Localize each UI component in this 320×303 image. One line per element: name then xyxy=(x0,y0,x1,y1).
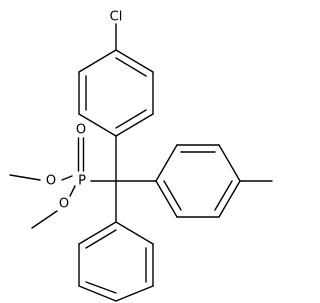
bond-p-o-lower xyxy=(69,185,76,197)
bond-o-lower-methyl xyxy=(31,210,58,229)
ring-tolyl xyxy=(155,144,241,218)
structure-canvas: Cl O P O O xyxy=(9,10,273,302)
chemical-structure-diagram: Cl O P O O xyxy=(9,10,273,302)
atom-chlorine-label: Cl xyxy=(110,10,123,25)
bond-o-upper-methyl xyxy=(9,174,41,181)
atom-phosphorus-label: P xyxy=(78,174,86,189)
atom-oxygen-upper-label: O xyxy=(46,174,56,189)
ring-phenyl xyxy=(78,221,154,302)
atom-oxygen-double-label: O xyxy=(76,123,86,138)
bonds xyxy=(9,23,273,302)
atom-labels: Cl O P O O xyxy=(46,10,122,212)
atom-oxygen-lower-label: O xyxy=(59,197,69,212)
bond-p-o-upper xyxy=(61,175,73,181)
ring-chlorophenyl xyxy=(78,49,154,137)
